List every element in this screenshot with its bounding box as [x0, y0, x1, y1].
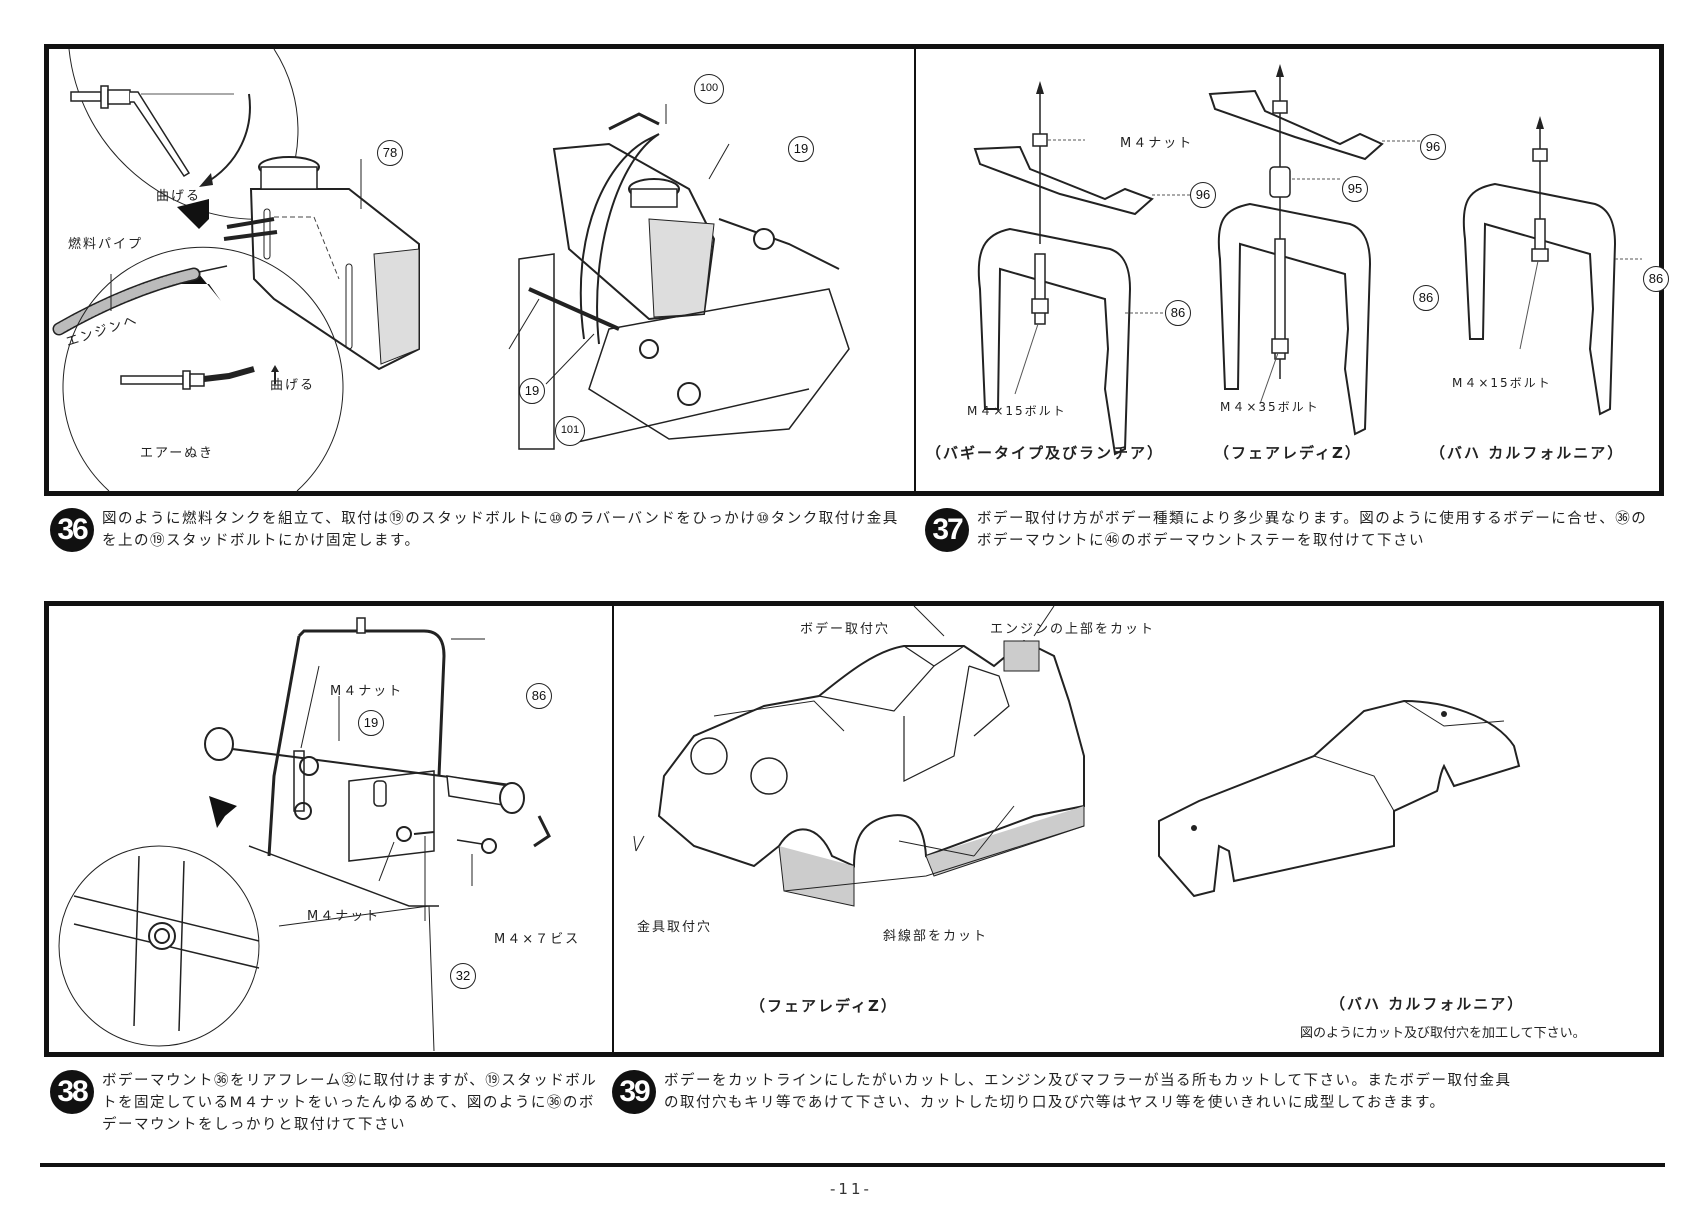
label-m4x15-bolt-right: M４×15ボルト: [1452, 376, 1552, 390]
step-38: 38 ボデーマウント㊱をリアフレーム㉜に取付けますが、⑲スタッドボルトを固定して…: [50, 1070, 610, 1136]
step-badge-37: 37: [925, 508, 969, 552]
label-body-hole: ボデー取付穴: [800, 622, 891, 637]
body-mount-diagram: [920, 64, 1660, 491]
part-number-95: 95: [1342, 176, 1368, 202]
part-number-78: 78: [377, 140, 403, 166]
label-air-vent: エアーぬき: [140, 446, 214, 461]
rear-frame-mount-diagram: [49, 606, 612, 1052]
label-m4x35-bolt: M４×35ボルト: [1220, 400, 1320, 414]
label-bend-top: 曲げる: [156, 189, 202, 204]
part-number-100: 100: [694, 74, 724, 104]
step-38-text: ボデーマウント㊱をリアフレーム㉜に取付けますが、⑲スタッドボルトを固定しているM…: [102, 1073, 598, 1133]
part-number-19-frame: 19: [358, 710, 384, 736]
footer-rule: [40, 1163, 1665, 1167]
step-badge-39: 39: [612, 1070, 656, 1114]
part-number-96-middle: 96: [1420, 134, 1446, 160]
cut-instruction-note: 図のようにカット及び取付穴を加工して下さい。: [1300, 1026, 1586, 1041]
label-m4x7-screw: M４×７ビス: [494, 932, 581, 947]
panel-bottom-divider: [612, 601, 614, 1057]
caption-baja-california-top: （バハ カルフォルニア）: [1430, 444, 1625, 462]
part-number-19-top: 19: [788, 136, 814, 162]
part-number-19-left: 19: [519, 378, 545, 404]
step-39-text: ボデーをカットラインにしたがいカットし、エンジン及びマフラーが当る所もカットして…: [664, 1073, 1512, 1111]
part-number-86-right: 86: [1643, 266, 1669, 292]
part-number-86-middle: 86: [1413, 285, 1439, 311]
step-37: 37 ボデー取付け方がボデー種類により多少異なります。図のように使用するボデーに…: [925, 508, 1660, 552]
caption-fairlady-z-bottom: （フェアレディZ）: [750, 997, 898, 1015]
part-number-32: 32: [450, 963, 476, 989]
step-badge-38: 38: [50, 1070, 94, 1114]
page-number: -11-: [830, 1180, 872, 1198]
step-36: 36 図のように燃料タンクを組立て、取付は⑲のスタッドボルトに⑩のラバーバンドを…: [50, 508, 910, 552]
step-badge-36: 36: [50, 508, 94, 552]
caption-fairlady-z-top: （フェアレディZ）: [1214, 444, 1362, 462]
label-m4-nut: M４ナット: [1120, 136, 1194, 151]
part-number-86-left: 86: [1165, 300, 1191, 326]
label-bracket-hole: 金具取付穴: [637, 920, 713, 935]
caption-buggy-lancia: （バギータイプ及びランチア）: [926, 444, 1165, 462]
part-number-101: 101: [555, 416, 585, 446]
step-39: 39 ボデーをカットラインにしたがいカットし、エンジン及びマフラーが当る所もカッ…: [612, 1070, 1512, 1114]
step-36-text: 図のように燃料タンクを組立て、取付は⑲のスタッドボルトに⑩のラバーバンドをひっか…: [102, 511, 899, 549]
step-37-text: ボデー取付け方がボデー種類により多少異なります。図のように使用するボデーに合せ、…: [977, 511, 1648, 549]
label-hatch-cut: 斜線部をカット: [883, 929, 989, 944]
panel-top-divider: [914, 44, 916, 496]
label-m4-nut-top: M４ナット: [330, 684, 404, 699]
label-fuel-pipe: 燃料パイプ: [68, 237, 144, 252]
label-engine-cut: エンジンの上部をカット: [990, 622, 1156, 637]
label-bend-bottom: 曲げる: [270, 378, 316, 393]
label-m4-nut-bottom: M４ナット: [307, 909, 381, 924]
label-m4x15-bolt-left: M４×15ボルト: [967, 404, 1067, 418]
body-cut-diagram: [614, 606, 1659, 1052]
fuel-tank-diagram: [49, 49, 914, 491]
part-number-86-frame: 86: [526, 683, 552, 709]
caption-baja-california-bottom: （バハ カルフォルニア）: [1330, 995, 1525, 1013]
part-number-96-left: 96: [1190, 182, 1216, 208]
